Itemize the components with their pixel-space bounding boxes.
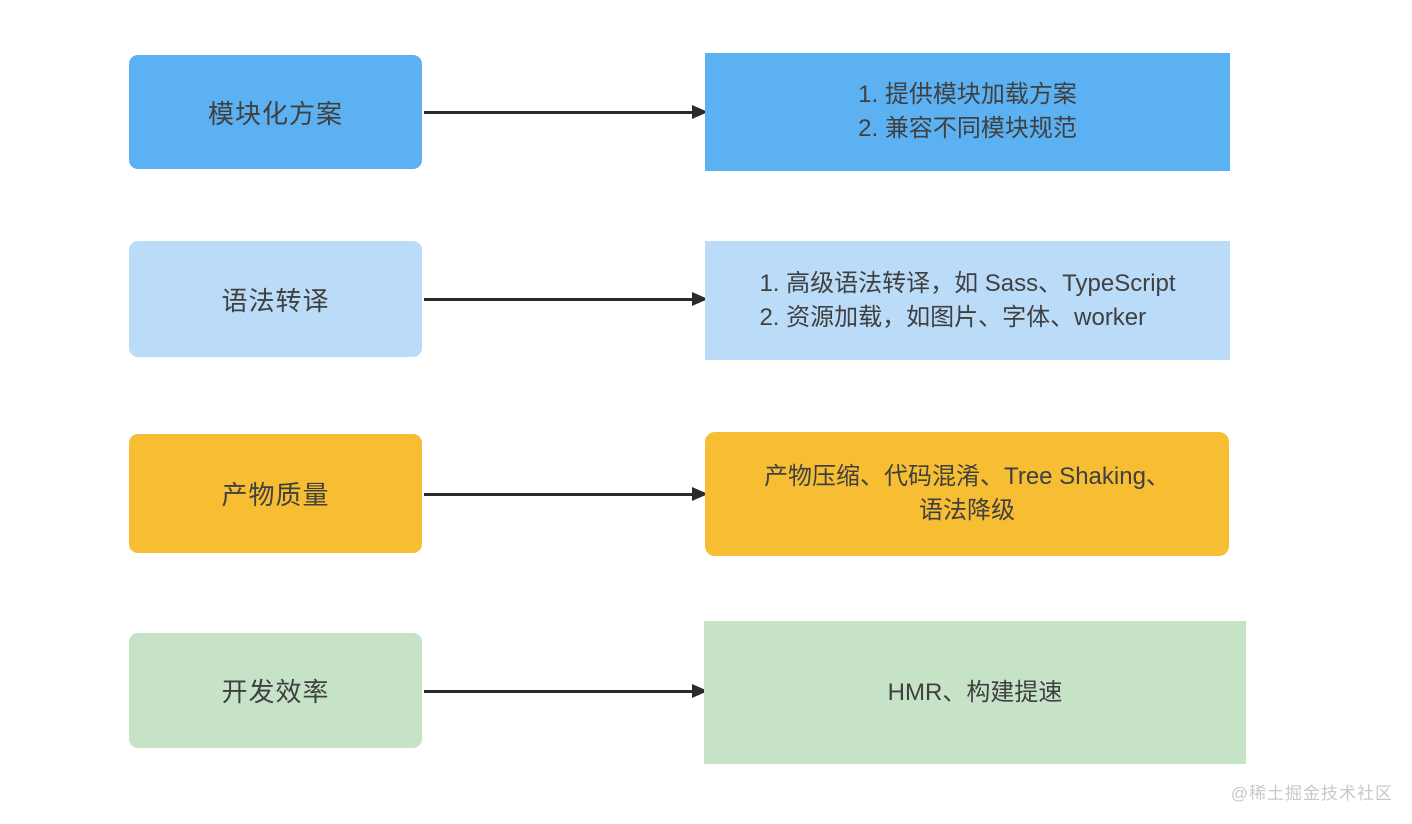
desc-box-bundle-quality: 产物压缩、代码混淆、Tree Shaking、 语法降级 [705, 432, 1229, 556]
arrow-syntax-transpile [424, 291, 708, 307]
desc-lines: 1. 高级语法转译，如 Sass、TypeScript 2. 资源加载，如图片、… [759, 267, 1175, 335]
desc-lines: HMR、构建提速 [888, 676, 1063, 710]
arrow-line [424, 111, 695, 114]
feature-box-syntax-transpile: 语法转译 [129, 241, 422, 357]
desc-box-modularization: 1. 提供模块加载方案 2. 兼容不同模块规范 [705, 53, 1230, 171]
desc-line: 1. 提供模块加载方案 [858, 81, 1077, 108]
arrow-head-icon [692, 487, 708, 501]
feature-box-bundle-quality: 产物质量 [129, 434, 422, 553]
desc-line: 产物压缩、代码混淆、Tree Shaking、 [764, 463, 1170, 490]
watermark: @稀土掘金技术社区 [1230, 784, 1393, 803]
arrow-line [424, 298, 695, 301]
feature-label-syntax-transpile: 语法转译 [221, 285, 330, 316]
desc-line: 2. 兼容不同模块规范 [858, 115, 1077, 142]
desc-lines: 产物压缩、代码混淆、Tree Shaking、 语法降级 [764, 460, 1170, 528]
desc-line: 2. 资源加载，如图片、字体、worker [759, 303, 1147, 331]
arrow-head-icon [692, 292, 708, 306]
arrow-modularization [424, 104, 708, 120]
arrow-line [424, 690, 695, 693]
desc-lines: 1. 提供模块加载方案 2. 兼容不同模块规范 [858, 78, 1077, 146]
arrow-line [424, 493, 695, 496]
arrow-head-icon [692, 105, 708, 119]
feature-box-dev-efficiency: 开发效率 [129, 633, 422, 748]
feature-label-bundle-quality: 产物质量 [221, 480, 330, 510]
desc-box-dev-efficiency: HMR、构建提速 [704, 621, 1246, 764]
desc-box-syntax-transpile: 1. 高级语法转译，如 Sass、TypeScript 2. 资源加载，如图片、… [705, 241, 1230, 360]
feature-label-dev-efficiency: 开发效率 [221, 677, 330, 707]
arrow-dev-efficiency [424, 683, 708, 699]
desc-line: HMR、构建提速 [887, 678, 1063, 706]
arrow-bundle-quality [424, 486, 708, 502]
desc-line: 1. 高级语法转译，如 Sass、TypeScript [759, 269, 1176, 297]
feature-label-modularization: 模块化方案 [207, 98, 343, 129]
desc-line: 语法降级 [918, 497, 1015, 524]
feature-box-modularization: 模块化方案 [129, 55, 422, 169]
